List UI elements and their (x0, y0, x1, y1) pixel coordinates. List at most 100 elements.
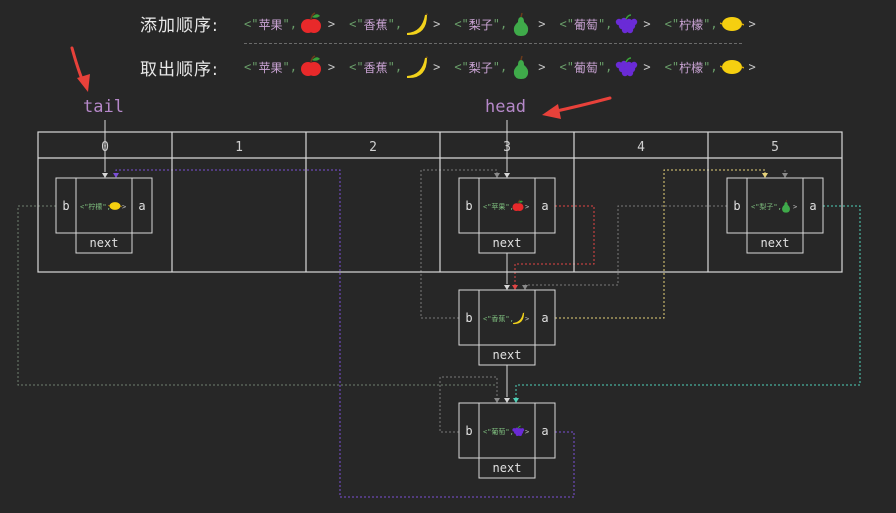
close-bracket: > (538, 60, 546, 74)
open-quote: <" (559, 60, 574, 74)
before-link-pear (525, 205, 727, 286)
close-bracket: > (327, 60, 336, 74)
add-order-item: <"苹果",> (244, 12, 335, 36)
close-bracket: > (538, 17, 546, 31)
node-value: <"柠檬", (80, 202, 111, 211)
open-quote: <" (349, 17, 364, 31)
before-link-grape (439, 376, 498, 433)
after-label: a (541, 199, 548, 213)
next-label: next (493, 236, 522, 250)
bucket-index: 0 (101, 140, 109, 155)
fruit-name: 柠檬 (679, 60, 704, 75)
bucket-index: 2 (369, 140, 377, 155)
head-pointer-label: head (485, 97, 526, 117)
after-link-grape (115, 169, 575, 498)
tail-pointer-label: tail (83, 97, 124, 117)
fruit-name: 苹果 (258, 60, 283, 75)
fruit-name: 葡萄 (573, 17, 598, 32)
close-bracket: > (327, 17, 336, 31)
bucket-index: 3 (503, 140, 511, 155)
close-bracket: > (748, 60, 756, 74)
fruit-name: 葡萄 (573, 60, 598, 75)
close-quote: ", (282, 17, 297, 31)
take-order-sequence: <"苹果",><"香蕉",><"梨子",><"葡萄",><"柠檬",> (244, 55, 770, 79)
close-quote: ", (492, 17, 508, 31)
add-order-label: 添加顺序: (140, 16, 219, 36)
arrow-head (113, 173, 119, 178)
banana-icon (513, 311, 525, 325)
arrow-head (494, 398, 500, 403)
take-order-item: <"梨子", > (454, 55, 545, 79)
legend-divider (244, 43, 742, 44)
apple-icon (300, 55, 321, 76)
next-label: next (493, 348, 522, 362)
fruit-name: 梨子 (468, 60, 493, 75)
take-order-item: <"香蕉",> (349, 55, 440, 79)
node-value: <"梨子", (751, 202, 782, 211)
open-quote: <" (454, 17, 469, 31)
open-quote: <" (454, 60, 469, 74)
close-quote: ", (387, 17, 403, 31)
arrow-head (77, 74, 90, 92)
grape-icon (616, 14, 638, 34)
node-value: <"苹果", (483, 202, 514, 211)
add-order-item: <"柠檬",> (665, 12, 756, 36)
arrow-head (513, 398, 519, 403)
pear-icon (514, 12, 529, 36)
add-order-item: <"葡萄",> (559, 12, 651, 36)
arrow-head (504, 398, 510, 403)
after-label: a (809, 199, 816, 213)
pear-icon (782, 199, 790, 213)
open-quote: <" (244, 17, 259, 31)
arrow-head (504, 173, 510, 178)
next-label: next (761, 236, 790, 250)
add-order-item: <"梨子",> (454, 12, 545, 36)
node-close: > (525, 315, 529, 323)
open-quote: <" (664, 60, 680, 74)
arrow-head (542, 104, 561, 119)
take-order-item: <"柠檬",> (665, 55, 756, 79)
close-quote: ", (492, 60, 508, 74)
bucket-index: 5 (771, 140, 779, 155)
add-order-sequence: <"苹果",><"香蕉",><"梨子",><"葡萄",><"柠檬",> (244, 12, 770, 36)
open-quote: <" (244, 60, 259, 74)
close-quote: ", (387, 60, 403, 74)
before-link-banana (420, 169, 498, 319)
bucket-table: 0 1 2 3 4 5 (37, 131, 843, 273)
take-order-label: 取出顺序: (140, 60, 219, 80)
lemon-icon (719, 60, 744, 74)
bucket-index: 1 (235, 140, 243, 155)
close-quote: ", (282, 60, 297, 74)
after-label: a (541, 424, 548, 438)
open-quote: <" (559, 17, 574, 31)
arrow-head (102, 173, 108, 178)
arrow-head (522, 285, 528, 290)
bucket-index: 4 (637, 140, 645, 155)
pear-icon (514, 55, 529, 79)
close-bracket: > (433, 17, 441, 31)
node-close: > (525, 428, 529, 436)
banana-icon (407, 13, 429, 36)
take-order-item: <"葡萄",> (559, 55, 651, 79)
add-order-item: <"香蕉",> (349, 12, 440, 36)
fruit-name: 柠檬 (679, 17, 704, 32)
node-close: > (793, 203, 797, 211)
close-quote: ", (703, 17, 718, 31)
arrow-head (494, 173, 500, 178)
before-label: b (465, 311, 472, 325)
after-link-pear (515, 205, 861, 398)
lemon-icon (719, 17, 744, 31)
annotation-arrows (70, 46, 612, 119)
node-close: > (122, 203, 126, 211)
lemon-icon (108, 202, 122, 210)
arrow-head (512, 285, 518, 290)
open-quote: <" (349, 60, 364, 74)
before-label: b (62, 199, 69, 213)
before-link-lemon (17, 205, 497, 386)
apple-icon (300, 12, 321, 33)
